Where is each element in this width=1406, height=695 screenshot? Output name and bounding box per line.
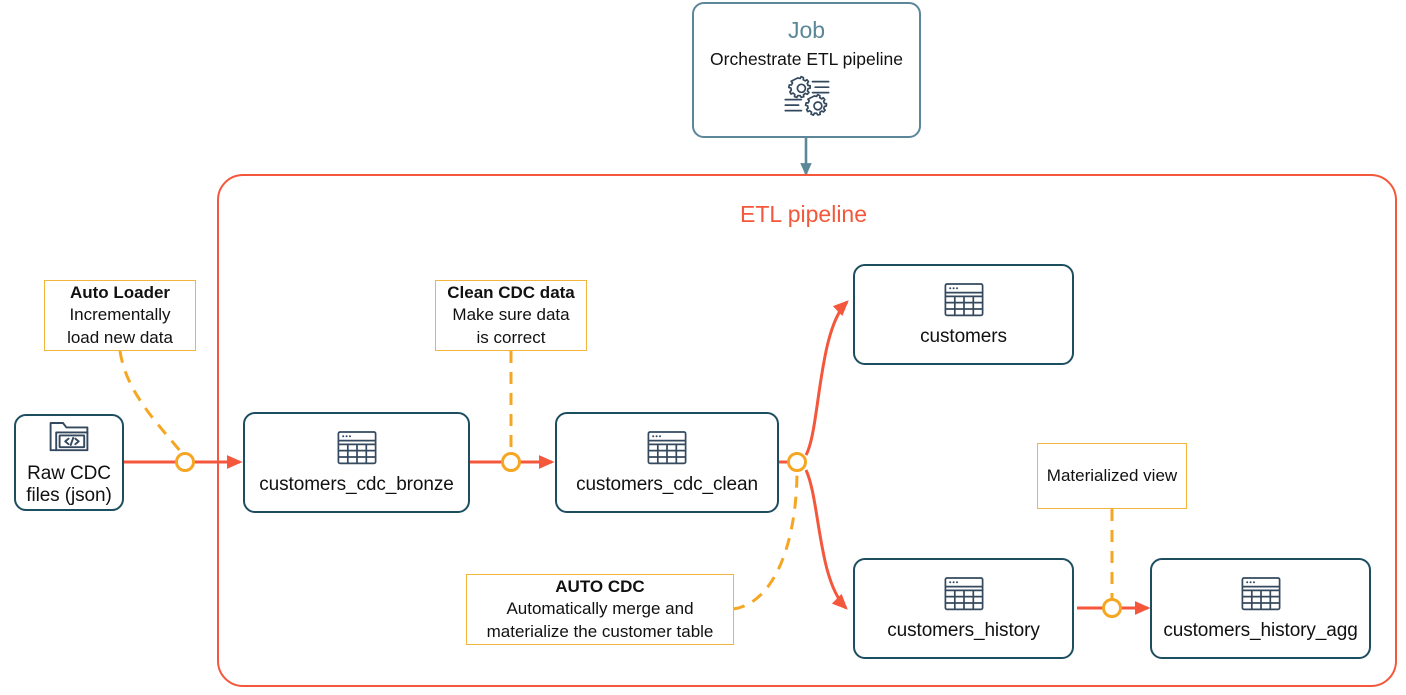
node-label: customers_history [887, 619, 1040, 641]
table-icon [943, 575, 985, 613]
node-customers-history[interactable]: customers_history [853, 558, 1074, 659]
note-line: AUTO CDC [555, 577, 645, 597]
job-box[interactable]: Job Orchestrate ETL pipeline [692, 2, 921, 138]
node-label: Raw CDC files (json) [26, 463, 111, 508]
folder-code-icon [47, 418, 91, 456]
job-title: Job [787, 17, 826, 43]
node-customers-cdc-bronze[interactable]: customers_cdc_bronze [243, 412, 470, 513]
etl-pipeline-title: ETL pipeline [740, 201, 868, 227]
node-label: customers [920, 325, 1007, 347]
note-line: Clean CDC data [447, 283, 575, 303]
node-label-line1: Raw CDC [27, 462, 111, 484]
job-subtitle: Orchestrate ETL pipeline [710, 49, 903, 70]
node-label: customers_history_agg [1163, 619, 1358, 641]
node-customers-cdc-clean[interactable]: customers_cdc_clean [555, 412, 779, 513]
note-line: is correct [476, 327, 546, 347]
node-label: customers_cdc_clean [576, 473, 758, 495]
node-customers[interactable]: customers [853, 264, 1074, 365]
note-line: Make sure data [452, 305, 570, 325]
note-auto-cdc: AUTO CDC Automatically merge and materia… [466, 574, 734, 645]
note-materialized-view: Materialized view [1037, 443, 1187, 509]
node-label-line2: files (json) [26, 485, 112, 506]
note-line: Materialized view [1046, 465, 1178, 485]
note-line: load new data [67, 327, 173, 347]
note-line: Automatically merge and [506, 599, 694, 619]
table-icon [336, 429, 378, 467]
note-clean-cdc-data: Clean CDC data Make sure data is correct [435, 280, 587, 351]
note-line: Auto Loader [69, 283, 171, 303]
note-auto-loader: Auto Loader Incrementally load new data [44, 280, 196, 351]
etl-pipeline-container [217, 174, 1397, 687]
table-icon [646, 429, 688, 467]
leader-auto-loader [118, 350, 183, 453]
node-customers-history-agg[interactable]: customers_history_agg [1150, 558, 1371, 659]
table-icon [943, 281, 985, 319]
table-icon [1240, 575, 1282, 613]
note-line: Incrementally [69, 305, 171, 325]
node-raw-cdc-files[interactable]: Raw CDC files (json) [14, 414, 124, 511]
note-line: materialize the customer table [486, 621, 714, 641]
node-label: customers_cdc_bronze [259, 473, 454, 495]
gears-icon [781, 74, 833, 123]
